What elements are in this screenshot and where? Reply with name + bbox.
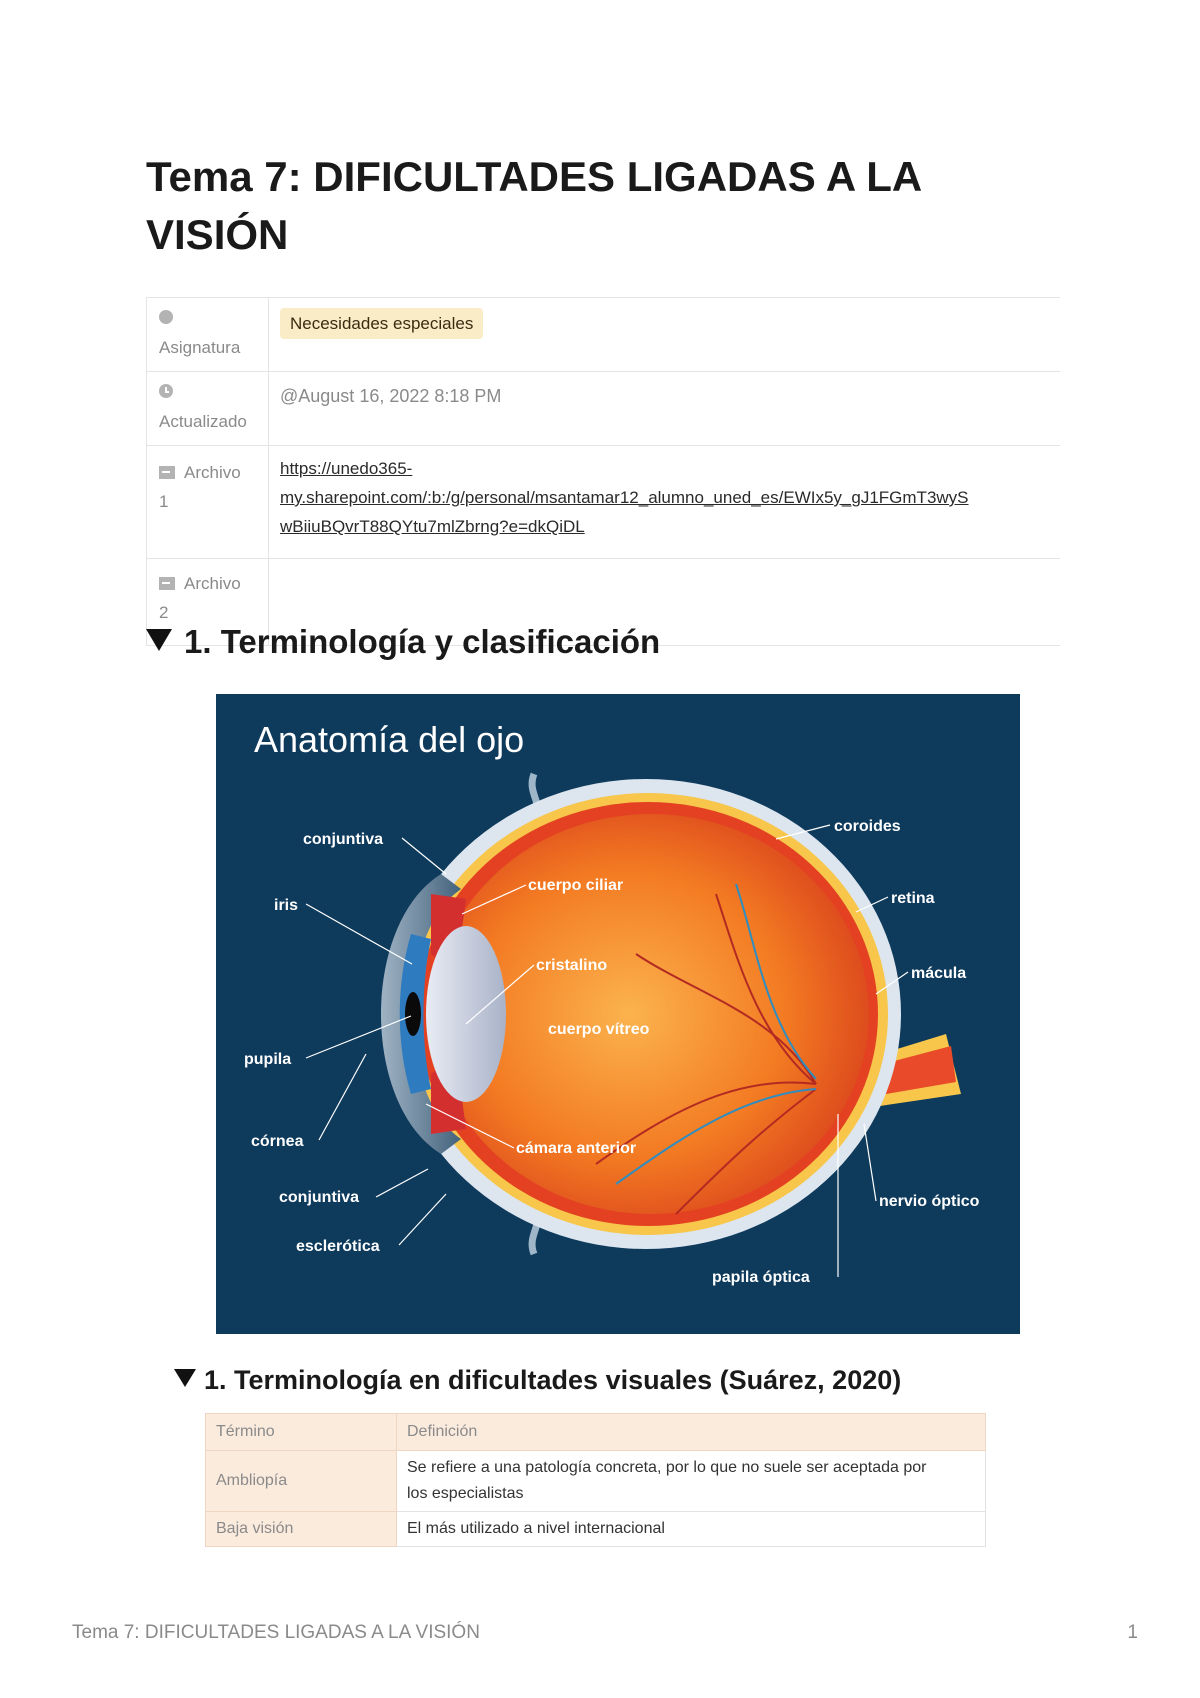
definition-line-2: los especialistas — [407, 1485, 524, 1502]
property-key-archivo1: Archivo 1 — [146, 445, 269, 559]
figure-title: Anatomía del ojo — [254, 719, 524, 760]
file-icon — [159, 577, 175, 590]
label-conjuntiva-bottom: conjuntiva — [279, 1189, 359, 1206]
footer-title: Tema 7: DIFICULTADES LIGADAS A LA VISIÓN — [72, 1622, 480, 1643]
archivo1-link-line-1[interactable]: https://unedo365- — [280, 459, 413, 478]
property-key-actualizado: Actualizado — [146, 371, 269, 446]
label-cuerpo-vitreo: cuerpo vítreo — [548, 1021, 650, 1038]
table-row: Baja visión El más utilizado a nivel int… — [205, 1511, 986, 1547]
subsection-heading-text: 1. Terminología en dificultades visuales… — [204, 1365, 902, 1395]
archivo2-label: Archivo — [184, 574, 241, 593]
terminology-table: Término Definición Ambliopía Se refiere … — [205, 1413, 986, 1547]
section-heading[interactable]: 1. Terminología y clasificación — [146, 620, 660, 664]
table-cell-definition: El más utilizado a nivel internacional — [396, 1511, 986, 1547]
property-value-actualizado[interactable]: @August 16, 2022 8:18 PM — [268, 371, 1060, 446]
label-cuerpo-ciliar: cuerpo ciliar — [528, 877, 623, 894]
label-esclerotica: esclerótica — [296, 1238, 380, 1255]
table-cell-term: Ambliopía — [205, 1450, 397, 1512]
label-coroides: coroides — [834, 818, 901, 835]
table-cell-definition: Se refiere a una patología concreta, por… — [396, 1450, 986, 1512]
table-header-termino: Término — [205, 1413, 397, 1451]
label-cristalino: cristalino — [536, 957, 607, 974]
toggle-triangle-icon[interactable] — [146, 629, 172, 651]
archivo1-label: Archivo — [184, 463, 241, 482]
property-value-archivo1: https://unedo365- my.sharepoint.com/:b:/… — [268, 445, 1060, 559]
page-title: Tema 7: DIFICULTADES LIGADAS A LA VISIÓN — [146, 153, 921, 258]
label-camara-anterior: cámara anterior — [516, 1140, 636, 1157]
file-icon — [159, 466, 175, 479]
label-pupila: pupila — [244, 1051, 291, 1068]
actualizado-label: Actualizado — [159, 412, 247, 431]
asignatura-label: Asignatura — [159, 338, 241, 357]
eye-anatomy-figure: Anatomía del ojo conjuntiva iris pupila … — [216, 694, 1020, 1334]
archivo2-number: 2 — [159, 603, 169, 622]
subsection-heading[interactable]: 1. Terminología en dificultades visuales… — [174, 1362, 901, 1398]
property-value-archivo2[interactable] — [268, 558, 1060, 646]
asignatura-tag[interactable]: Necesidades especiales — [280, 308, 484, 339]
toggle-triangle-icon[interactable] — [174, 1369, 196, 1387]
archivo1-link-line-2[interactable]: my.sharepoint.com/:b:/g/personal/msantam… — [280, 488, 969, 507]
archivo1-number: 1 — [159, 492, 169, 511]
table-header-definicion: Definición — [396, 1413, 986, 1451]
properties-table: Asignatura Necesidades especiales Actual… — [146, 297, 1060, 646]
label-papila-optica: papila óptica — [712, 1269, 810, 1286]
section-heading-text: 1. Terminología y clasificación — [184, 623, 661, 660]
label-macula: mácula — [911, 965, 966, 982]
label-iris: iris — [274, 897, 298, 914]
label-conjuntiva-top: conjuntiva — [303, 831, 383, 848]
label-cornea: córnea — [251, 1133, 304, 1150]
table-row: Ambliopía Se refiere a una patología con… — [205, 1450, 986, 1512]
archivo1-link-line-3[interactable]: wBiiuBQvrT88QYtu7mlZbrng?e=dkQiDL — [280, 517, 585, 536]
select-icon — [159, 310, 173, 324]
property-row-archivo1: Archivo 1 https://unedo365- my.sharepoin… — [146, 445, 1060, 559]
table-cell-term: Baja visión — [205, 1511, 397, 1547]
property-value-asignatura[interactable]: Necesidades especiales — [268, 297, 1060, 372]
table-header-row: Término Definición — [205, 1413, 986, 1451]
property-row-asignatura: Asignatura Necesidades especiales — [146, 297, 1060, 372]
clock-icon — [159, 384, 173, 398]
property-key-asignatura: Asignatura — [146, 297, 269, 372]
definition-line-1: Se refiere a una patología concreta, por… — [407, 1459, 927, 1476]
label-nervio-optico: nervio óptico — [879, 1193, 980, 1210]
footer-page-number: 1 — [1127, 1622, 1138, 1643]
label-retina: retina — [891, 890, 935, 907]
property-row-actualizado: Actualizado @August 16, 2022 8:18 PM — [146, 371, 1060, 446]
eye-anatomy-illustration: Anatomía del ojo conjuntiva iris pupila … — [244, 719, 980, 1286]
actualizado-date[interactable]: @August 16, 2022 8:18 PM — [280, 386, 502, 406]
